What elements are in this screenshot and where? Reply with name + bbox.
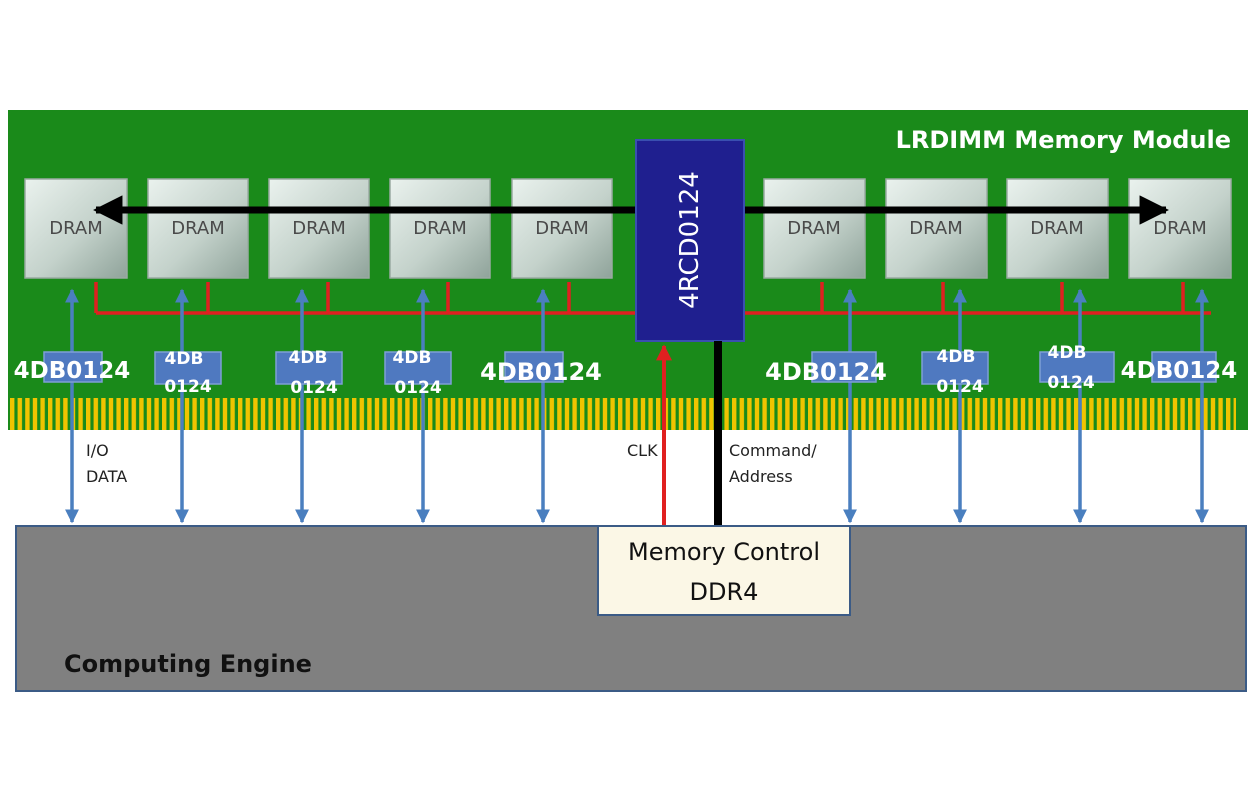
- data-buffer: 4DB0124: [765, 351, 887, 386]
- data-buffer: 4DB 0124: [384, 348, 452, 398]
- command-address-label-line1: Command/: [729, 441, 817, 460]
- data-buffer: 4DB0124: [480, 351, 602, 386]
- data-buffer-label-line1: 4DB: [393, 348, 432, 368]
- data-buffer-label: 4DB0124: [765, 358, 887, 386]
- dram-chip: DRAM: [1128, 178, 1232, 279]
- dram-chip: DRAM: [389, 178, 491, 279]
- register-chip: 4RCD0124: [635, 139, 745, 342]
- data-buffer-label: 4DB0124: [14, 358, 131, 384]
- module-title: LRDIMM Memory Module: [896, 126, 1231, 154]
- data-buffer-label-line2: 0124: [1047, 373, 1094, 393]
- data-buffer: 4DB 0124: [275, 348, 343, 398]
- io-data-label-line1: I/O: [86, 441, 109, 460]
- dram-chip-label: DRAM: [171, 218, 224, 239]
- dram-trace-network: [94, 282, 1211, 315]
- data-buffer: 4DB 0124: [921, 347, 989, 397]
- data-buffer-label-line2: 0124: [936, 377, 983, 397]
- data-buffer-label: 4DB0124: [480, 358, 602, 386]
- dram-chip: DRAM: [763, 178, 866, 279]
- data-buffer: 4DB 0124: [154, 349, 222, 397]
- dram-chip-label: DRAM: [787, 218, 840, 239]
- dram-chip-label: DRAM: [1030, 218, 1083, 239]
- dram-chip: DRAM: [268, 178, 370, 279]
- data-buffer-label-line2: 0124: [164, 377, 211, 397]
- edge-connector-pins: [10, 398, 1236, 430]
- memory-controller-box: Memory Control DDR4: [597, 525, 851, 616]
- dram-chip: DRAM: [24, 178, 128, 279]
- io-data-arrows: [65, 288, 1209, 524]
- data-buffer: 4DB0124: [14, 351, 131, 384]
- command-address-label-line2: Address: [729, 467, 793, 486]
- data-buffer: 4DB 0124: [1039, 343, 1115, 393]
- data-buffer-label-line1: 4DB: [1048, 343, 1087, 363]
- dram-chip-label: DRAM: [535, 218, 588, 239]
- memory-controller-line1: Memory Control: [628, 538, 820, 566]
- dram-chip-label: DRAM: [909, 218, 962, 239]
- dram-chip-label: DRAM: [292, 218, 345, 239]
- dram-chip-label: DRAM: [413, 218, 466, 239]
- register-chip-label: 4RCD0124: [675, 171, 705, 309]
- memory-controller-line2: DDR4: [690, 578, 759, 606]
- computing-engine-label: Computing Engine: [64, 650, 312, 678]
- dram-chip: DRAM: [885, 178, 988, 279]
- data-buffer-label-line1: 4DB: [289, 348, 328, 368]
- data-buffer-label-line2: 0124: [290, 378, 337, 398]
- data-buffer-label-line2: 0124: [394, 378, 441, 398]
- dram-chip: DRAM: [1006, 178, 1109, 279]
- dram-chip-label: DRAM: [1153, 218, 1206, 239]
- dram-chip: DRAM: [511, 178, 613, 279]
- data-buffer-label-line1: 4DB: [937, 347, 976, 367]
- data-buffer: 4DB0124: [1121, 351, 1238, 384]
- dram-chip: DRAM: [147, 178, 249, 279]
- io-data-label-line2: DATA: [86, 467, 127, 486]
- dram-chip-row: DRAM DRAM DRAM DRAM DRAM DRAM DRAM DRAM: [24, 178, 1232, 279]
- clk-label: CLK: [627, 441, 658, 460]
- data-buffer-label: 4DB0124: [1121, 358, 1238, 384]
- data-buffer-row: 4DB0124 4DB 0124 4DB 0124 4DB 0124 4DB01…: [14, 343, 1238, 398]
- dram-chip-label: DRAM: [49, 218, 102, 239]
- data-buffer-label-line1: 4DB: [165, 349, 204, 369]
